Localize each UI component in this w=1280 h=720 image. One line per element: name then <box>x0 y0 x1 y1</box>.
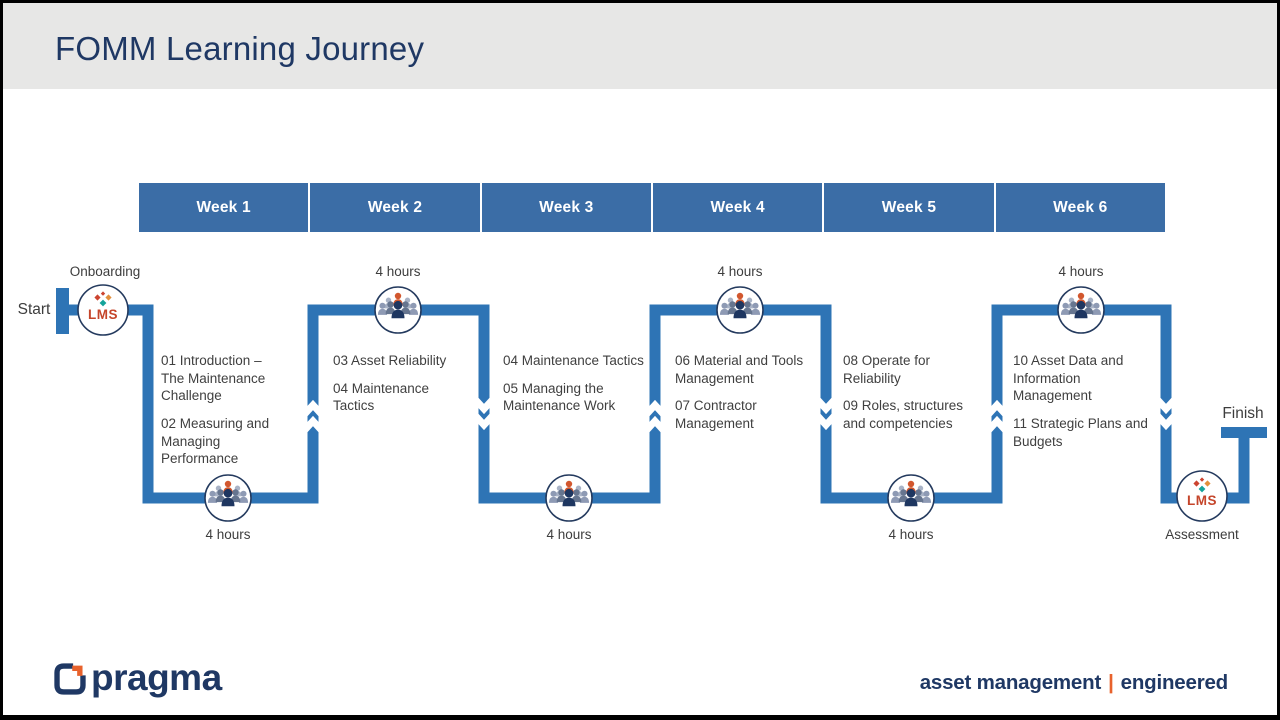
module-item: 10 Asset Data and Information Management <box>1013 353 1124 404</box>
week-header-4: Week 4 <box>652 183 823 232</box>
start-marker <box>56 288 69 334</box>
lms-label: LMS <box>88 307 118 322</box>
assessment-lms-circle <box>1176 470 1228 522</box>
week-header-5: Week 5 <box>824 183 994 232</box>
week-header-6: Week 6 <box>995 183 1165 232</box>
module-item: 03 Asset Reliability <box>333 353 447 368</box>
journey-path-line <box>69 304 1250 504</box>
week-header-1: Week 1 <box>139 183 309 232</box>
module-item: 04 Maintenance Tactics <box>503 353 644 368</box>
assessment-label: Assessment <box>1165 527 1239 542</box>
hours-label: 4 hours <box>888 527 934 542</box>
tagline-asset-management: asset management <box>919 671 1102 694</box>
brand-wordmark: pragma <box>91 657 222 698</box>
hours-label: 4 hours <box>546 527 592 542</box>
module-list-week4: 06 Material and Tools Management 07 Cont… <box>675 352 850 443</box>
week-header-2: Week 2 <box>310 183 480 232</box>
module-item: 02 Measuring and Managing Performance <box>161 416 270 467</box>
module-item: 07 Contractor Management <box>675 398 757 432</box>
start-label: Start <box>17 301 51 318</box>
module-item: 06 Material and Tools Management <box>675 353 804 386</box>
onboarding-lms-circle <box>77 284 129 336</box>
module-list-week2: 03 Asset Reliability 04 Maintenance Tact… <box>333 352 508 425</box>
module-list-week5: 08 Operate for Reliability 09 Roles, str… <box>843 352 1018 443</box>
tagline-separator: | <box>1108 671 1114 694</box>
module-item: 08 Operate for Reliability <box>843 353 931 386</box>
module-item: 01 Introduction – The Maintenance Challe… <box>161 353 266 404</box>
week-header-band: Week 1 Week 2 Week 3 Week 4 Week 5 Week … <box>139 183 1165 232</box>
module-item: 04 Maintenance Tactics <box>333 380 430 414</box>
module-list-week3: 04 Maintenance Tactics 05 Managing the M… <box>503 352 678 425</box>
footer-tagline: asset management | engineered <box>919 671 1229 695</box>
module-list-week6: 10 Asset Data and Information Management… <box>1013 352 1188 460</box>
lms-label: LMS <box>1187 493 1217 508</box>
module-item: 05 Managing the Maintenance Work <box>503 380 616 414</box>
finish-marker <box>1221 427 1267 438</box>
hours-label: 4 hours <box>1058 264 1104 279</box>
page-title: FOMM Learning Journey <box>55 30 425 67</box>
hours-label: 4 hours <box>205 527 251 542</box>
tagline-engineered: engineered <box>1120 671 1229 694</box>
slide-header: FOMM Learning Journey <box>3 3 1277 89</box>
journey-diagram: LMS LMS <box>56 284 1267 522</box>
direction-chevrons <box>299 394 1180 436</box>
brand-logo: pragma <box>53 657 222 699</box>
module-list-week1: 01 Introduction – The Maintenance Challe… <box>161 352 336 478</box>
hours-label: 4 hours <box>375 264 421 279</box>
lms-circles: LMS LMS <box>77 284 1228 522</box>
session-circles <box>204 286 1105 522</box>
module-item: 09 Roles, structures and competencies <box>843 398 964 432</box>
module-item: 11 Strategic Plans and Budgets <box>1013 416 1148 449</box>
week-header-3: Week 3 <box>481 183 651 232</box>
pragma-logo-mark-icon <box>54 663 86 695</box>
finish-label: Finish <box>1222 405 1264 422</box>
onboarding-label: Onboarding <box>69 264 141 279</box>
hours-label: 4 hours <box>717 264 763 279</box>
